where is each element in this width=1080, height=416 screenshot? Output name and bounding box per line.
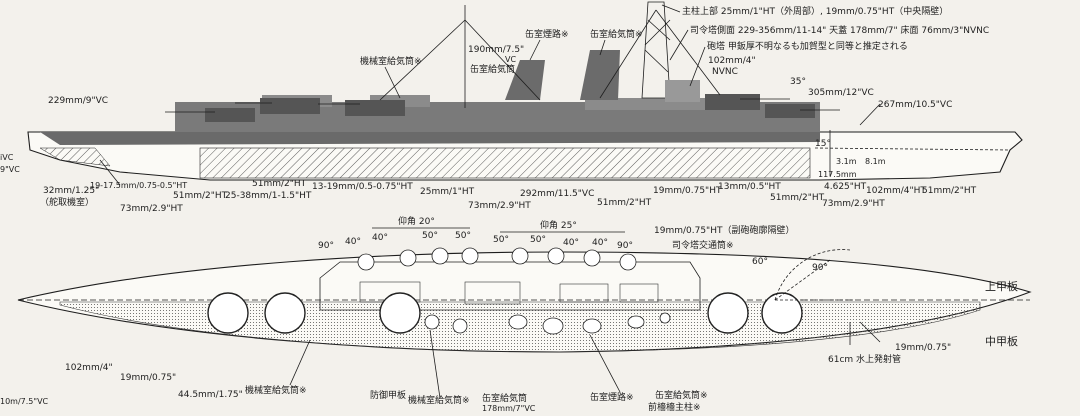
label-102: 102mm/4": [708, 56, 756, 66]
plan-turret: [379, 292, 421, 334]
side-labels: 主柱上部 25mm/1"HT（外周部）, 19mm/0.75"HT（中央隔壁） …: [0, 5, 989, 214]
label-torpedo: 61cm 水上発射管: [828, 353, 901, 365]
plan-turret: [707, 292, 749, 334]
label-3-1m: 3.1m: [836, 157, 857, 166]
label-19-17: 19-17.5mm/0.75-0.5"HT: [90, 181, 187, 190]
plan-view: [17, 227, 1032, 353]
label-left-edge-1: iVC: [0, 153, 14, 162]
label-50d: 50°: [530, 235, 546, 245]
label-90b: 90°: [617, 241, 633, 251]
side-funnel: [580, 50, 620, 100]
label-44-5: 44.5mm/1.75": [178, 390, 243, 400]
side-turret: [345, 100, 405, 116]
label-steering: （舵取機室）: [40, 196, 94, 208]
plan-casemate: [319, 261, 701, 311]
label-73-3: 73mm/2.9"HT: [822, 199, 885, 209]
label-prot-deck: 防御甲板: [370, 389, 406, 401]
label-292: 292mm/11.5"VC: [520, 189, 594, 199]
label-19-2: 19mm/0.75"HT: [653, 186, 722, 196]
label-305: 305mm/12"VC: [808, 88, 874, 98]
label-19-4: 19mm/0.75": [895, 343, 951, 353]
label-left-edge-3: 10m/7.5"VC: [0, 397, 49, 406]
side-turret: [765, 104, 815, 118]
label-117: 117.5mm: [818, 170, 857, 179]
label-elev25: 仰角 25°: [540, 219, 577, 231]
plan-turret: [761, 292, 803, 334]
label-102-2: 102mm/4"HT: [866, 186, 926, 196]
side-funnel: [505, 60, 545, 100]
label-engine-vent-b2: 機械室給気筒※: [408, 394, 470, 406]
label-51-2: 51mm/2"HT: [252, 179, 307, 189]
label-32: 32mm/1.25": [43, 186, 99, 196]
label-gun-house: 砲塔 甲鈑厚不明なるも加賀型と同等と推定される: [707, 40, 908, 52]
label-boiler-vent-b2: 缶室給気筒※: [655, 389, 708, 401]
label-40d: 40°: [592, 238, 608, 248]
label-73-1: 73mm/2.9"HT: [120, 204, 183, 214]
label-25-38: 25-38mm/1-1.5"HT: [225, 191, 312, 201]
label-90a: 90°: [318, 241, 334, 251]
label-4625: 4.625"HT: [824, 182, 867, 192]
label-boiler-flue: 缶室煙路※: [525, 28, 569, 40]
label-8-1m: 8.1m: [865, 157, 886, 166]
label-60: 60°: [752, 257, 768, 267]
label-15deg: 15°: [815, 139, 831, 149]
plan-turret: [264, 292, 306, 334]
side-deck-band: [40, 132, 820, 145]
label-13-2: 13mm/0.5"HT: [718, 182, 781, 192]
label-190: 190mm/7.5": [468, 45, 524, 55]
side-turret: [260, 98, 320, 114]
label-boiler-vent-b: 缶室給気筒: [482, 392, 527, 404]
label-90c: 90°: [812, 263, 828, 273]
label-fore-mast: 前檣檣主柱※: [648, 401, 701, 412]
label-40b: 40°: [372, 233, 388, 243]
plan-labels: 仰角 20° 仰角 25° 90° 40° 40° 50° 50° 50° 50…: [0, 215, 1018, 413]
side-turret: [205, 108, 255, 122]
label-178: 178mm/7"VC: [482, 404, 536, 412]
label-boiler-vent: 缶室給気筒※: [590, 28, 643, 40]
label-middle-deck: 中甲板: [985, 334, 1018, 348]
label-engine-vent: 機械室給気筒※: [360, 55, 422, 67]
label-engine-vent-b1: 機械室給気筒※: [245, 384, 307, 396]
side-profile: [27, 1, 1023, 181]
plan-turret: [207, 292, 249, 334]
label-51-3: 51mm/2"HT: [597, 198, 652, 208]
label-35deg: 35°: [790, 77, 806, 87]
label-left-edge-2: 9"VC: [0, 165, 20, 174]
label-elev20: 仰角 20°: [398, 215, 435, 227]
leader-lines: [99, 4, 881, 399]
label-50a: 50°: [422, 231, 438, 241]
label-73-2: 73mm/2.9"HT: [468, 201, 531, 211]
label-boiler-gas: 缶室給気筒: [470, 63, 515, 75]
label-267: 267mm/10.5"VC: [878, 100, 952, 110]
label-40c: 40°: [563, 238, 579, 248]
side-turret: [705, 94, 760, 110]
label-51-5: 51mm/2"HT: [922, 186, 977, 196]
label-50c: 50°: [493, 235, 509, 245]
label-vc: VC: [505, 55, 516, 64]
label-51-4: 51mm/2"HT: [770, 193, 825, 203]
side-bridge: [665, 80, 700, 102]
label-upper-deck: 上甲板: [985, 279, 1018, 293]
label-40a: 40°: [345, 237, 361, 247]
label-conning-tower: 司令塔側面 229-356mm/11-14" 天蓋 178mm/7" 床面 76…: [690, 24, 989, 36]
label-229: 229mm/9"VC: [48, 96, 108, 106]
label-mast-armor: 主柱上部 25mm/1"HT（外周部）, 19mm/0.75"HT（中央隔壁）: [682, 5, 948, 17]
label-102-3: 102mm/4": [65, 363, 113, 373]
label-25: 25mm/1"HT: [420, 187, 475, 197]
label-nvnc: NVNC: [712, 67, 738, 77]
label-sec-bulk: 19mm/0.75"HT（副砲砲廓隔壁）: [654, 224, 794, 236]
label-13-19: 13-19mm/0.5-0.75"HT: [312, 182, 413, 192]
label-51-1: 51mm/2"HT: [173, 191, 228, 201]
plan-turrets: [207, 292, 803, 334]
label-boiler-flue-b: 缶室煙路※: [590, 391, 634, 403]
side-stern-armor: [39, 147, 111, 167]
side-belt-armor: [199, 147, 811, 179]
label-ct-tube: 司令塔交通筒※: [672, 239, 734, 251]
label-19-3: 19mm/0.75": [120, 373, 176, 383]
label-50b: 50°: [455, 231, 471, 241]
